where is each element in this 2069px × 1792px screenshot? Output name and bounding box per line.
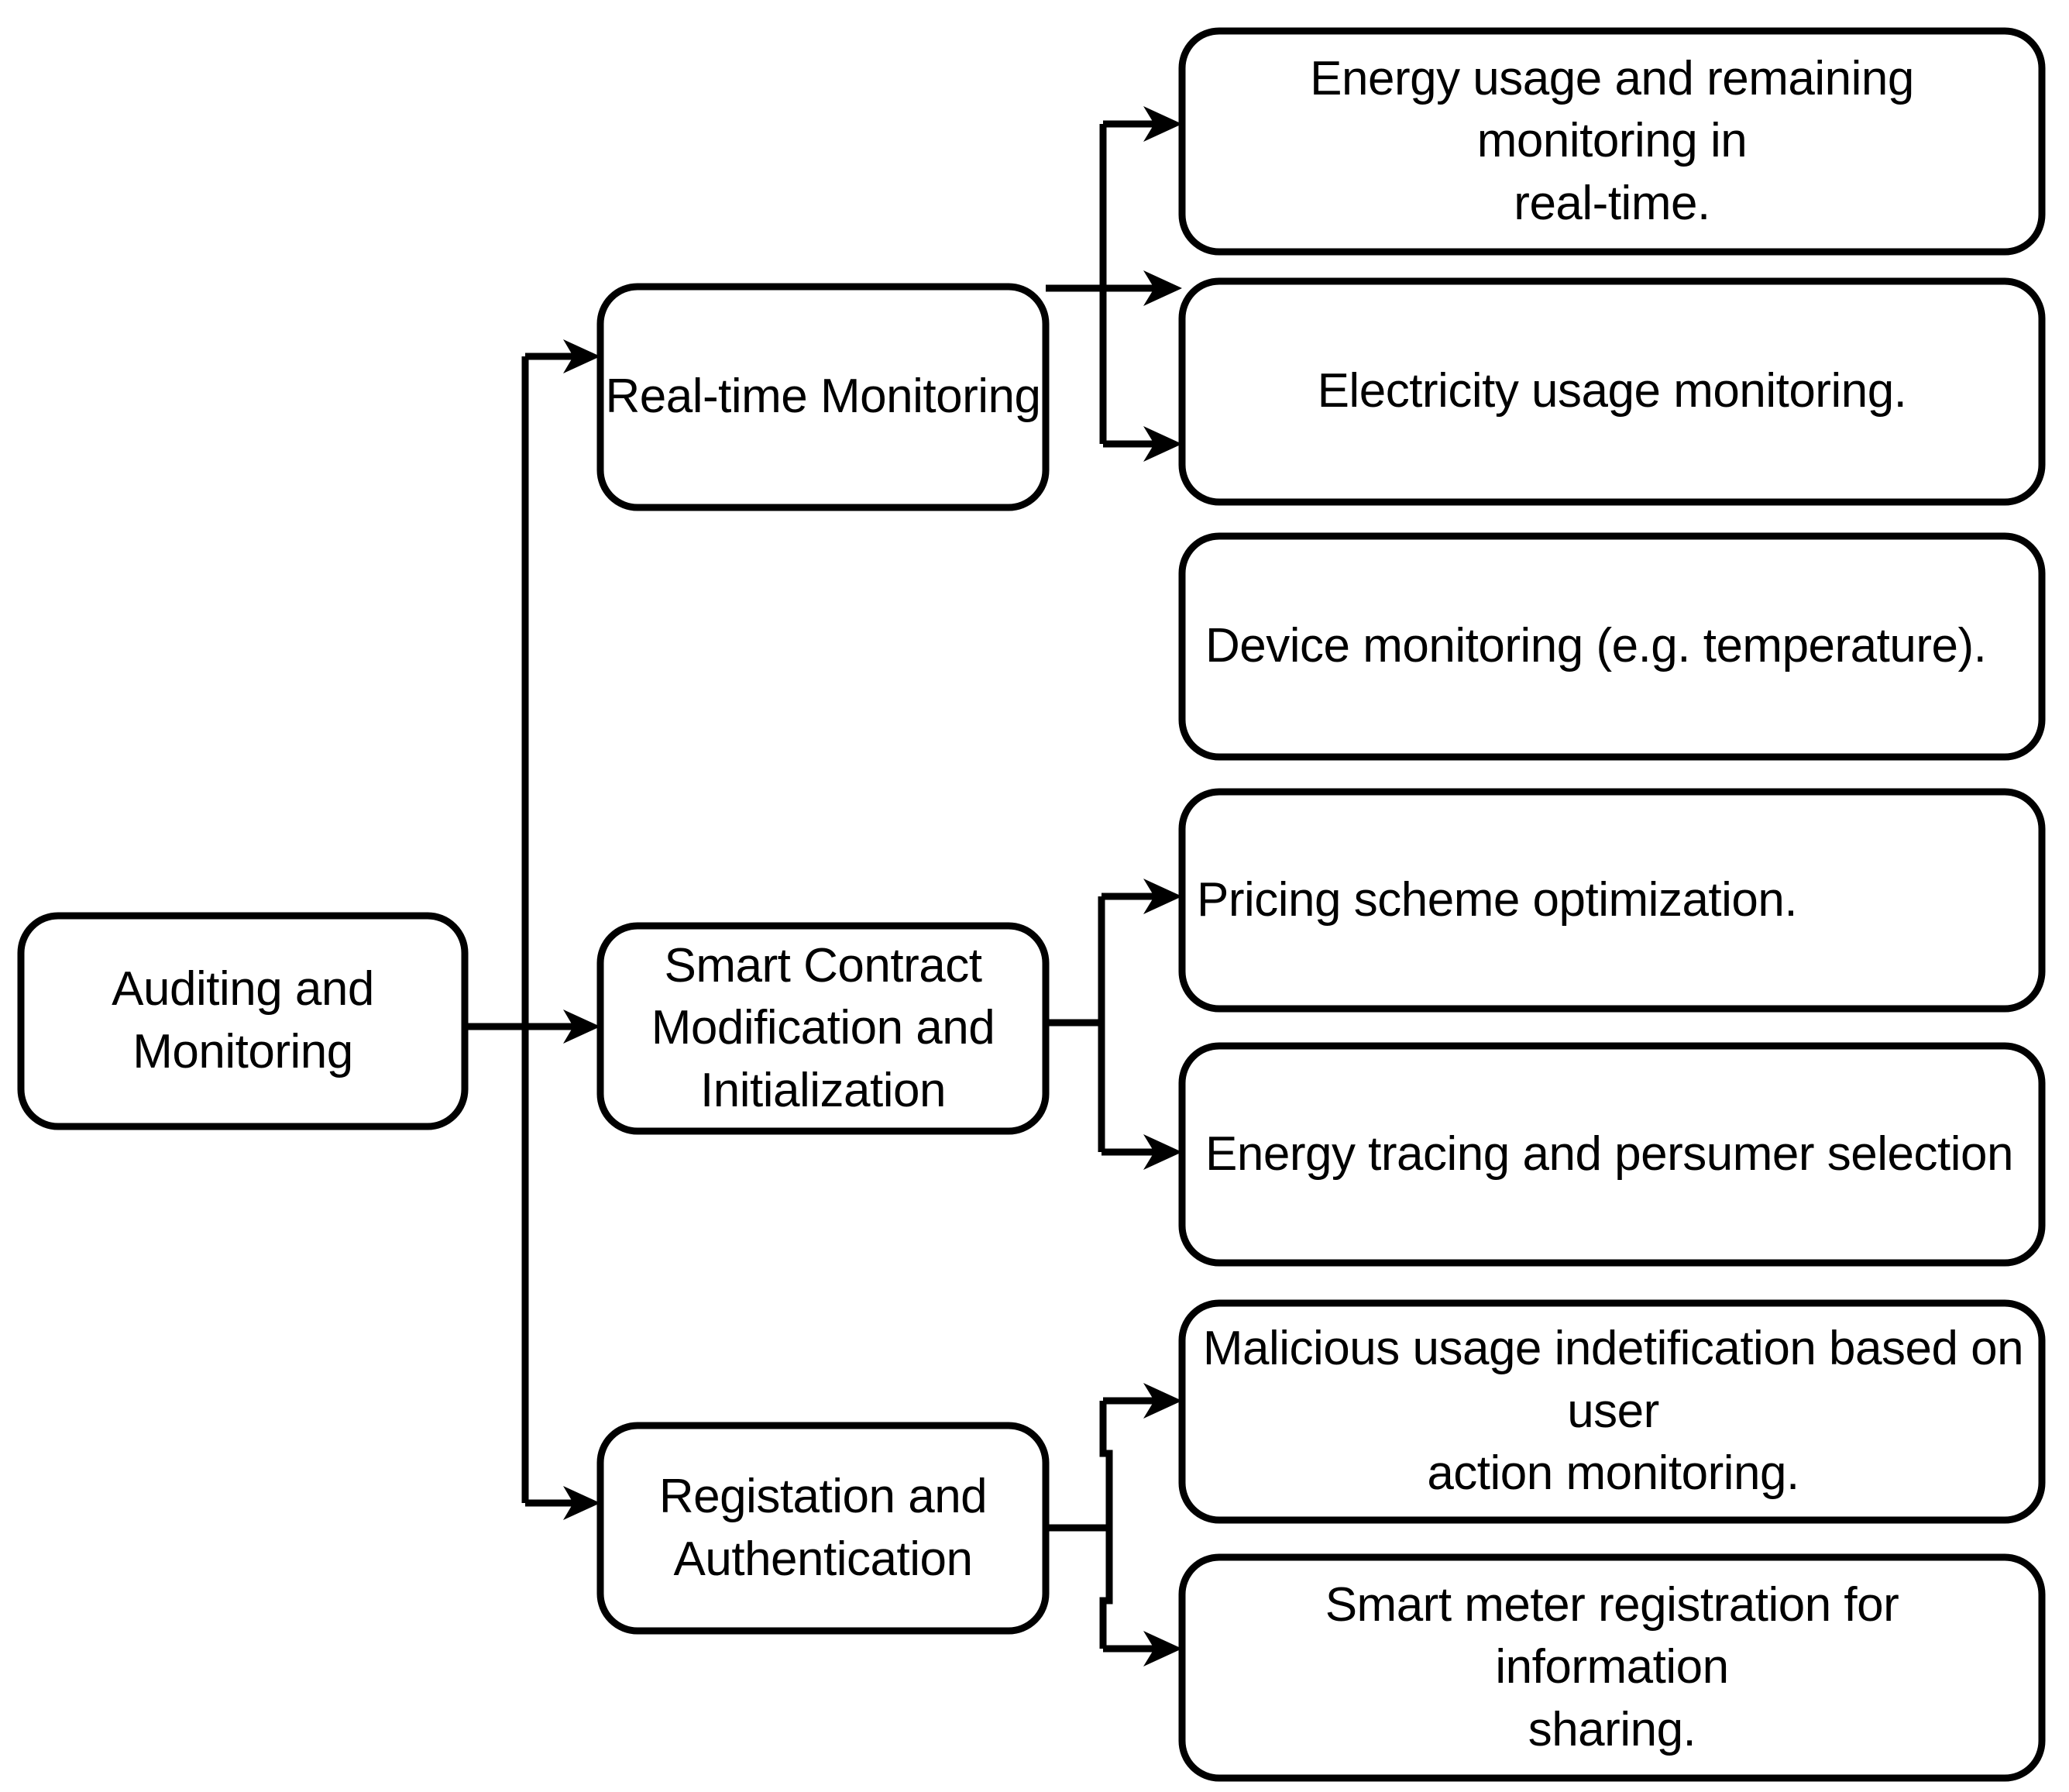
arrowhead-branch1-leaf-0 <box>1143 879 1182 914</box>
arrowhead-branch1-leaf-1 <box>1143 1134 1182 1170</box>
edge-branch2-spine <box>1099 1401 1113 1649</box>
node-box-leaf-0-0[interactable] <box>1178 27 2046 256</box>
arrowhead-root-to-branch-0 <box>563 339 600 373</box>
node-box-leaf-1-1[interactable] <box>1178 1042 2046 1267</box>
node-box-leaf-2-1[interactable] <box>1178 1553 2046 1782</box>
node-box-branch-1[interactable] <box>596 922 1050 1135</box>
node-box-leaf-1-0[interactable] <box>1178 788 2046 1013</box>
connector-group-root-trunk <box>465 339 600 1520</box>
node-box-leaf-0-2[interactable] <box>1178 532 2046 761</box>
arrowhead-root-to-branch-1 <box>563 1010 600 1044</box>
arrowhead-branch0-leaf-2 <box>1143 426 1182 462</box>
connector-group-branch-0 <box>1046 106 1182 462</box>
node-box-leaf-0-1[interactable] <box>1178 277 2046 506</box>
node-box-root[interactable] <box>17 912 469 1130</box>
arrowhead-branch0-leaf-1 <box>1143 270 1182 306</box>
arrowhead-branch2-leaf-1 <box>1143 1631 1182 1666</box>
node-box-branch-2[interactable] <box>596 1422 1050 1635</box>
arrowhead-branch0-leaf-0 <box>1143 106 1182 142</box>
connector-group-branch-1 <box>1046 879 1182 1170</box>
node-box-leaf-2-0[interactable] <box>1178 1299 2046 1524</box>
node-box-branch-0[interactable] <box>596 283 1050 511</box>
connector-group-branch-2 <box>1046 1383 1182 1666</box>
arrowhead-branch2-leaf-0 <box>1143 1383 1182 1419</box>
arrowhead-root-to-branch-2 <box>563 1486 600 1520</box>
